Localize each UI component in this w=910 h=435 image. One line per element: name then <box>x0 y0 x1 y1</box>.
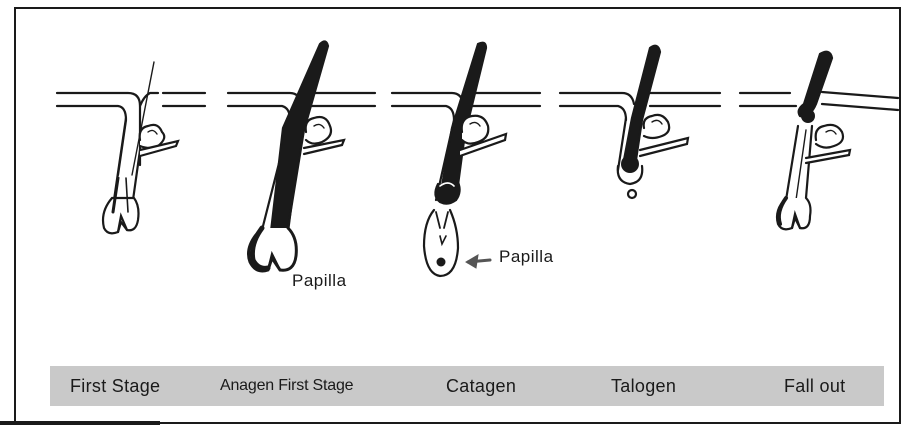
papilla-label-anagen: Papilla <box>292 271 347 291</box>
follicle-talogen <box>560 46 720 198</box>
stage-anagen: Anagen First Stage <box>220 377 353 395</box>
papilla-label-catagen: Papilla <box>499 247 554 267</box>
stage-fall-out: Fall out <box>784 376 845 397</box>
stage-catagen: Catagen <box>446 376 516 397</box>
stage-first: First Stage <box>70 376 160 397</box>
follicle-catagen <box>392 43 540 276</box>
stage-talogen: Talogen <box>611 376 676 397</box>
follicle-anagen <box>228 41 375 271</box>
follicle-fall-out <box>740 52 898 230</box>
follicle-first-stage <box>57 62 205 233</box>
